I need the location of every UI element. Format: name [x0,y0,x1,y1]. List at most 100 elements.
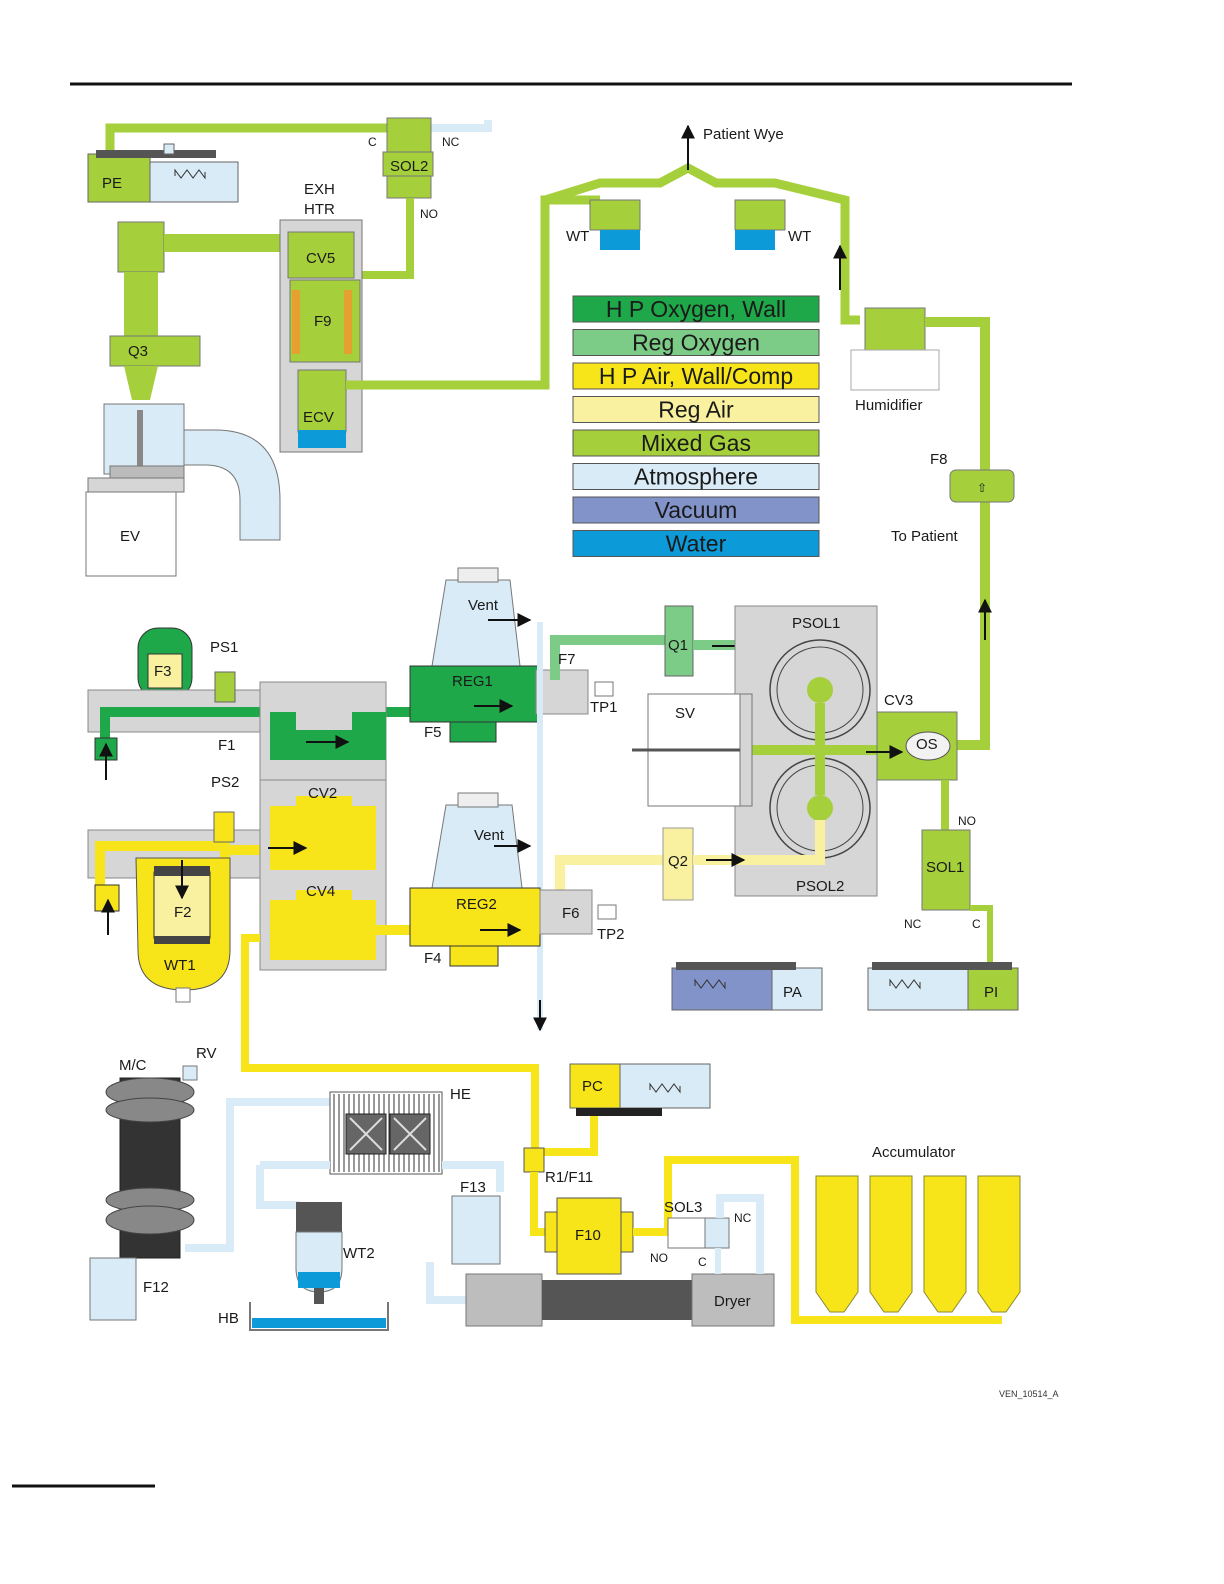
exhalation-section [85,117,600,577]
label-hb: HB [218,1310,239,1327]
label-vent-2: Vent [474,827,505,844]
legend-label: Atmosphere [634,464,758,490]
accumulator-tank [977,1175,1021,1313]
legend-label: Vacuum [655,497,738,523]
label-f3: F3 [154,663,172,680]
legend-item: Atmosphere [572,463,820,490]
label-nc-sol3: NC [734,1211,752,1225]
label-dryer: Dryer [714,1293,751,1310]
labels: PE C NC SOL2 NO EXH HTR CV5 F9 ECV Q3 EV… [102,126,1059,1399]
label-patient-wye: Patient Wye [703,126,784,143]
label-q3: Q3 [128,343,148,360]
legend-item: Mixed Gas [572,429,820,457]
label-pe: PE [102,175,122,192]
label-nc-sol1: NC [904,917,922,931]
label-f7: F7 [558,651,576,668]
label-os: OS [916,736,938,753]
accumulator-tank [869,1175,913,1313]
label-sol1: SOL1 [926,859,964,876]
legend-item: H P Oxygen, Wall [572,295,820,323]
legend-swatch [572,496,820,524]
compressor-section [89,1063,1002,1331]
label-nc-sol2: NC [442,135,460,149]
label-cv5: CV5 [306,250,335,267]
label-f6: F6 [562,905,580,922]
label-pc: PC [582,1078,603,1095]
label-cv4: CV4 [306,883,335,900]
legend-item: H P Air, Wall/Comp [572,362,820,390]
legend-swatch [572,362,820,390]
label-c-sol3: C [698,1255,707,1269]
label-pi: PI [984,984,998,1001]
patient-wye [543,124,860,325]
legend-label: Reg Oxygen [632,330,760,356]
air-path [87,779,617,1152]
label-psol1: PSOL1 [792,615,840,632]
label-wt2: WT2 [343,1245,375,1262]
humidifier-branch: ⇧ [850,307,1015,750]
legend-swatch [572,329,820,356]
label-accumulator: Accumulator [872,1144,955,1161]
legend-item: Water [572,530,820,557]
label-ps2: PS2 [211,774,239,791]
legend-label: Water [666,531,727,557]
legend-label: Mixed Gas [641,430,751,456]
label-ps1: PS1 [210,639,238,656]
label-f1: F1 [218,737,236,754]
label-he: HE [450,1086,471,1103]
legend-swatch [572,463,820,490]
label-f2: F2 [174,904,192,921]
label-no-sol2: NO [420,207,438,221]
label-ev: EV [120,528,140,545]
label-sol2: SOL2 [390,158,428,175]
legend-swatch [572,295,820,323]
label-cv3: CV3 [884,692,913,709]
label-c-sol2: C [368,135,377,149]
label-f13: F13 [460,1179,486,1196]
label-no-sol3: NO [650,1251,668,1265]
label-r1f11: R1/F11 [545,1169,593,1186]
label-htr: HTR [304,201,335,218]
label-f8: F8 [930,451,948,468]
legend-item: Reg Air [572,396,820,423]
label-rv: RV [196,1045,217,1062]
label-f12: F12 [143,1279,169,1296]
legend-swatch [572,429,820,457]
legend-label: H P Air, Wall/Comp [599,363,793,389]
legend-label: H P Oxygen, Wall [606,296,786,322]
label-reg2: REG2 [456,896,497,913]
accumulator-tank [923,1175,967,1313]
label-q1: Q1 [668,637,688,654]
legend-swatch [572,530,820,557]
legend-item: Reg Oxygen [572,329,820,356]
label-f10: F10 [575,1227,601,1244]
label-pa: PA [783,984,802,1001]
figure-code: VEN_10514_A [999,1389,1059,1399]
label-ecv: ECV [303,409,334,426]
legend-item: Vacuum [572,496,820,524]
legend-label: Reg Air [658,397,734,423]
label-psol2: PSOL2 [796,878,844,895]
label-sol3: SOL3 [664,1199,702,1216]
accumulator-tank [815,1175,859,1313]
label-wt-right: WT [788,228,811,245]
label-c-sol1: C [972,917,981,931]
label-wt-left: WT [566,228,589,245]
label-exh: EXH [304,181,335,198]
label-f4: F4 [424,950,442,967]
label-f5: F5 [424,724,442,741]
label-q2: Q2 [668,853,688,870]
label-vent-1: Vent [468,597,499,614]
accumulator-tanks [815,1175,1021,1313]
label-humidifier: Humidifier [855,397,923,414]
psol-block [555,605,993,975]
label-f9: F9 [314,313,332,330]
label-tp2: TP2 [597,926,625,943]
label-wt1: WT1 [164,957,196,974]
label-reg1: REG1 [452,673,493,690]
label-no-sol1: NO [958,814,976,828]
label-to-patient: To Patient [891,528,959,545]
label-mc: M/C [119,1057,147,1074]
